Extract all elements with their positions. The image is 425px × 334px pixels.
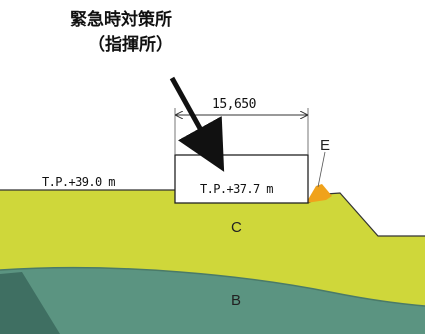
layer-b-label: B bbox=[231, 292, 241, 309]
fill-e-leader bbox=[317, 151, 326, 188]
callout-title-line1: 緊急時対策所 bbox=[70, 9, 172, 30]
floor-elevation-label: T.P.+37.7 m bbox=[200, 182, 273, 196]
layer-b-region bbox=[0, 267, 425, 334]
fill-e-region bbox=[306, 184, 332, 203]
callout-arrow bbox=[169, 76, 225, 172]
building-width-label: 15,650 bbox=[212, 97, 256, 112]
ground-elevation-label: T.P.+39.0 m bbox=[42, 175, 115, 189]
fill-e-label: E bbox=[320, 137, 330, 154]
layer-b-dark-wedge bbox=[0, 272, 60, 334]
layer-boundary-line bbox=[0, 266, 425, 307]
layer-c-label: C bbox=[231, 219, 242, 236]
callout-title-line2: （指揮所） bbox=[88, 34, 173, 55]
